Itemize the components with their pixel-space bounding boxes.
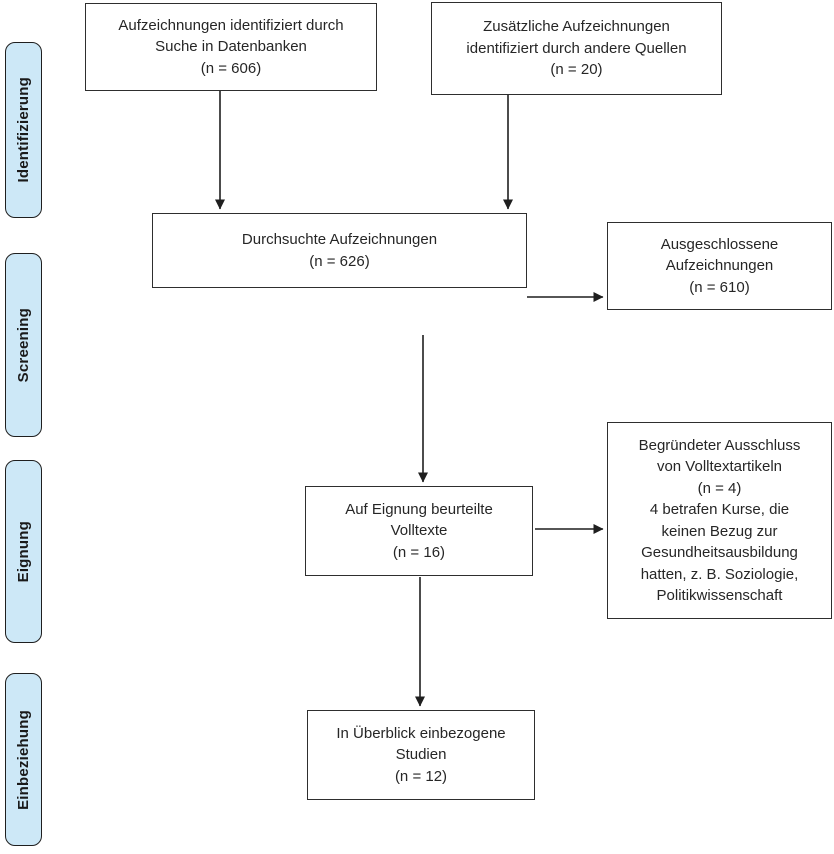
node-records-excluded: Ausgeschlossene Aufzeichnungen (n = 610) (607, 222, 832, 310)
node-studies-included: In Überblick einbezogene Studien (n = 12… (307, 710, 535, 800)
node-records-identified-databases: Aufzeichnungen identifiziert durch Suche… (85, 3, 377, 91)
stage-label-eligibility: Eignung (5, 460, 42, 643)
stage-label-screening: Screening (5, 253, 42, 437)
stage-label-screening-text: Screening (15, 307, 32, 383)
stage-label-eligibility-text: Eignung (15, 520, 32, 583)
node-fulltext-assessed: Auf Eignung beurteilte Volltexte (n = 16… (305, 486, 533, 576)
stage-label-identification-text: Identifizierung (15, 77, 32, 183)
node-fulltext-excluded-reasons: Begründeter Ausschluss von Volltextartik… (607, 422, 832, 619)
node-additional-records-other-sources: Zusätzliche Aufzeichnungen identifiziert… (431, 2, 722, 95)
node-records-screened: Durchsuchte Aufzeichnungen (n = 626) (152, 213, 527, 288)
stage-label-inclusion: Einbeziehung (5, 673, 42, 846)
stage-label-inclusion-text: Einbeziehung (15, 709, 32, 810)
stage-label-identification: Identifizierung (5, 42, 42, 218)
